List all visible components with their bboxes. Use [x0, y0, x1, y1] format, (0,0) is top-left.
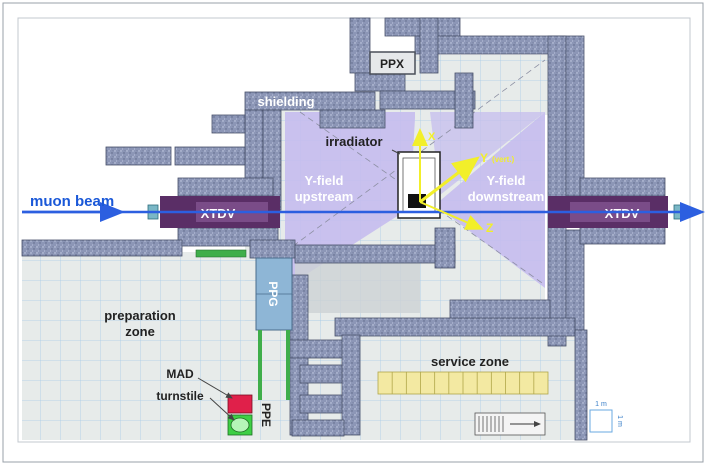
shield-block — [21, 239, 183, 257]
scale-box — [589, 409, 613, 433]
shield-block — [579, 225, 666, 245]
labels: muon beam PPX shielding irradiator Y-fie… — [30, 57, 544, 427]
shield-block — [294, 244, 456, 264]
shield-block — [105, 146, 172, 166]
service-benches — [377, 371, 549, 436]
ppg-rail-right — [286, 330, 290, 400]
shield-block — [379, 90, 476, 110]
scale-v-label: 1 m — [616, 415, 623, 427]
scale-h-label: 1 m — [595, 401, 607, 408]
coordinate-axes — [412, 128, 484, 230]
shield-block — [289, 339, 346, 359]
y-field-upstream-line1: Y-field — [304, 173, 343, 188]
shield-block — [574, 329, 588, 441]
ppx-label: PPX — [380, 57, 404, 71]
shield-block — [244, 91, 376, 111]
shield-block — [565, 35, 585, 197]
shield-block — [177, 177, 274, 197]
shield-block — [174, 146, 246, 166]
axis-x-label: X — [428, 131, 436, 143]
preparation-zone-line2: zone — [125, 324, 155, 339]
ppe-label: PPE — [259, 403, 273, 427]
axis-y-arrow — [419, 156, 480, 204]
shield-block — [454, 72, 474, 129]
xtdv-left-label: XTDV — [201, 206, 236, 221]
muon-beam-label: muon beam — [30, 193, 114, 210]
y-field-downstream-line2: downstream — [468, 189, 545, 204]
shield-block — [565, 229, 585, 331]
axis-z-label: Z — [486, 221, 493, 235]
shield-block — [349, 17, 371, 74]
shield-block — [249, 239, 296, 259]
scale-reference: 1 m 1 m — [589, 401, 623, 433]
xtdv-right-label: XTDV — [605, 206, 640, 221]
mad-label: MAD — [166, 367, 194, 381]
mad-turnstile — [197, 377, 253, 436]
ppg-label: PPG — [266, 281, 280, 306]
mad-box — [227, 394, 253, 414]
axis-y-note: (vert.) — [492, 155, 515, 164]
turnstile-label: turnstile — [156, 389, 204, 403]
y-field-downstream-line1: Y-field — [486, 173, 525, 188]
y-field-upstream-line2: upstream — [295, 189, 354, 204]
field-regions — [284, 59, 546, 313]
green-bench — [195, 249, 247, 258]
shield-block — [299, 364, 343, 384]
axis-z-arrow — [419, 201, 484, 230]
preparation-zone-line1: preparation — [104, 308, 176, 323]
shield-block — [211, 114, 246, 134]
service-zone-label: service zone — [431, 354, 509, 369]
ppx-box — [369, 51, 416, 75]
field-region-downstream — [435, 112, 545, 288]
shield-block — [354, 72, 406, 92]
shield-block — [419, 17, 439, 74]
shield-block — [547, 35, 567, 347]
ppg-rail-left — [258, 330, 262, 400]
field-region-upstream — [285, 112, 415, 288]
shield-block — [334, 317, 576, 337]
shield-block — [449, 299, 551, 319]
shield-block — [299, 394, 343, 414]
shield-block — [434, 227, 456, 269]
shield-block — [341, 334, 361, 436]
bunker-dark-area — [295, 255, 420, 313]
shielding-label: shielding — [257, 94, 314, 109]
ppg-unit: PPG — [195, 249, 293, 400]
shielding-blocks — [21, 17, 666, 441]
shield-block — [319, 109, 386, 129]
shield-block — [291, 419, 345, 437]
shield-block — [579, 177, 666, 197]
irradiator-label: irradiator — [325, 134, 382, 149]
axis-y-label: Y — [480, 151, 488, 165]
